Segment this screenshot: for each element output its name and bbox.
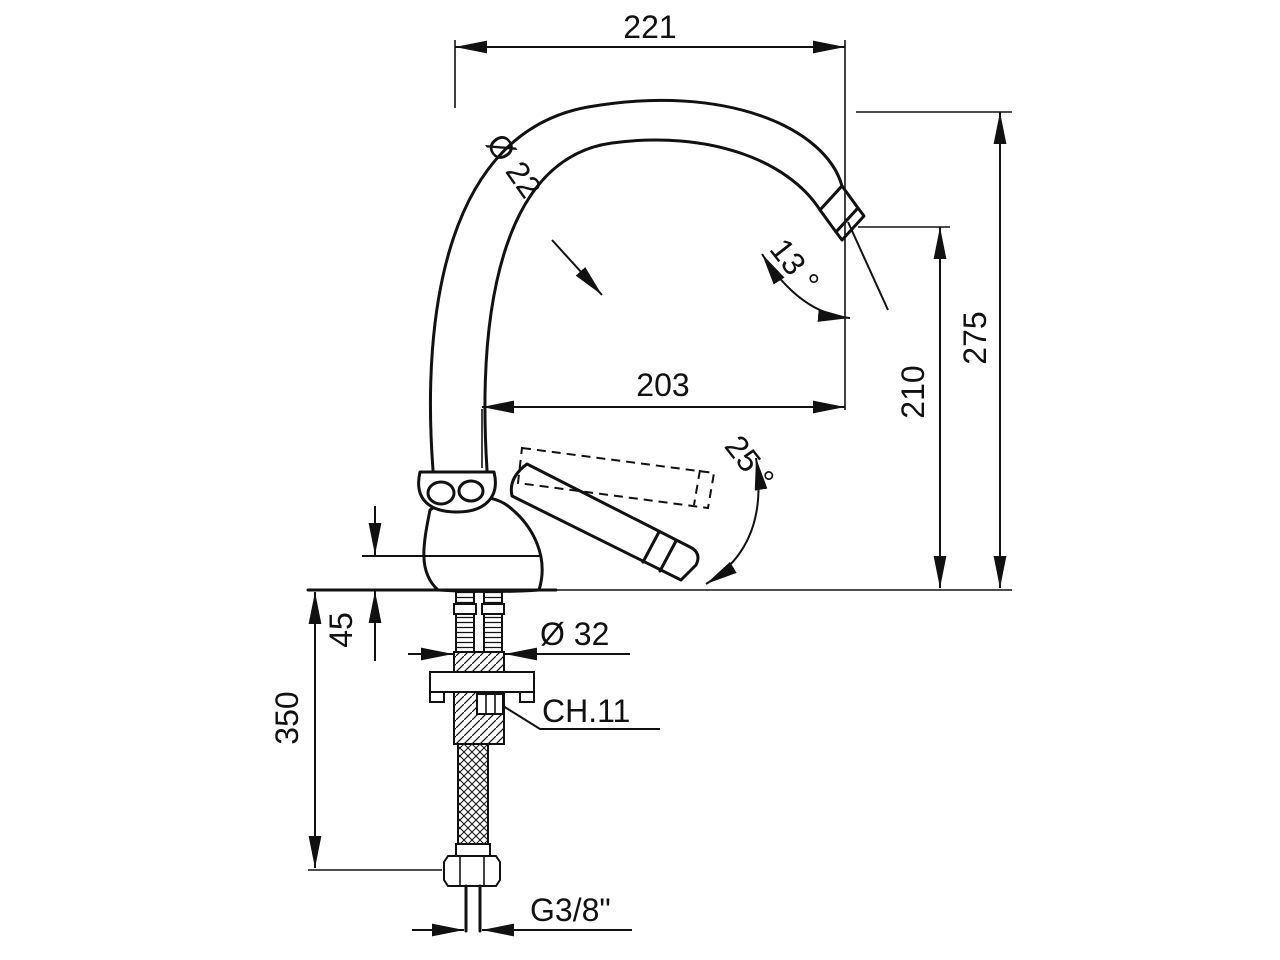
handle-grip-line-1 (641, 530, 661, 564)
dim-275: 275 (856, 111, 1012, 588)
thread-value: G3/8" (530, 892, 611, 928)
label-angle-13: 13 ° (761, 221, 889, 322)
handle-dashed-endcap (693, 469, 701, 506)
angle-13-value: 13 ° (763, 232, 827, 299)
clamp-hook-left (429, 691, 445, 703)
handle-grip-line-2 (658, 539, 678, 573)
leader-line (551, 239, 603, 296)
label-shank-diameter: Ø 32 (408, 616, 630, 661)
braided-hose (457, 743, 489, 857)
supply-tail-right (483, 591, 503, 653)
dim-221: 221 (454, 9, 846, 410)
dim-203-value: 203 (636, 367, 689, 403)
dim-45: 45 (323, 506, 382, 661)
spout-inner-curve (483, 138, 822, 472)
dim-350-value: 350 (269, 691, 305, 744)
mounting-hardware (429, 591, 535, 745)
angle-arc (705, 457, 768, 585)
faucet-handle (509, 462, 700, 582)
angle-arc (761, 253, 851, 322)
label-wrench-size: CH.11 (502, 693, 660, 730)
collar-detail-right (457, 479, 485, 503)
dim-350: 350 (269, 592, 442, 871)
dim-210-value: 210 (895, 365, 931, 418)
dim-275-value: 275 (957, 311, 993, 364)
angle-reference-line (847, 221, 889, 311)
collar-detail-left (426, 480, 456, 506)
angle-25-value: 25 ° (718, 429, 782, 496)
handle-lever (509, 462, 700, 582)
hose-connector-nut (443, 855, 501, 887)
clamp-bracket (429, 671, 535, 693)
supply-tail-left (455, 591, 475, 653)
tail-collar-left (453, 603, 477, 615)
dim-210: 210 (858, 226, 950, 588)
clamp-hook-right (519, 691, 535, 703)
tail-collar-right (481, 603, 505, 615)
dim-45-value: 45 (323, 612, 359, 648)
label-thread: G3/8" (412, 892, 632, 937)
leader-line (502, 705, 660, 730)
faucet-body (362, 470, 544, 593)
supply-hose (443, 743, 501, 933)
clamp-nut (476, 693, 504, 715)
spout-outer-curve (428, 98, 844, 472)
wrench-size-value: CH.11 (542, 693, 630, 729)
hose-collar (455, 843, 491, 857)
label-angle-25: 25 ° (705, 429, 782, 585)
dim-221-value: 221 (623, 9, 676, 45)
dim-203: 203 (481, 367, 845, 468)
shank-diameter-value: Ø 32 (540, 616, 609, 652)
